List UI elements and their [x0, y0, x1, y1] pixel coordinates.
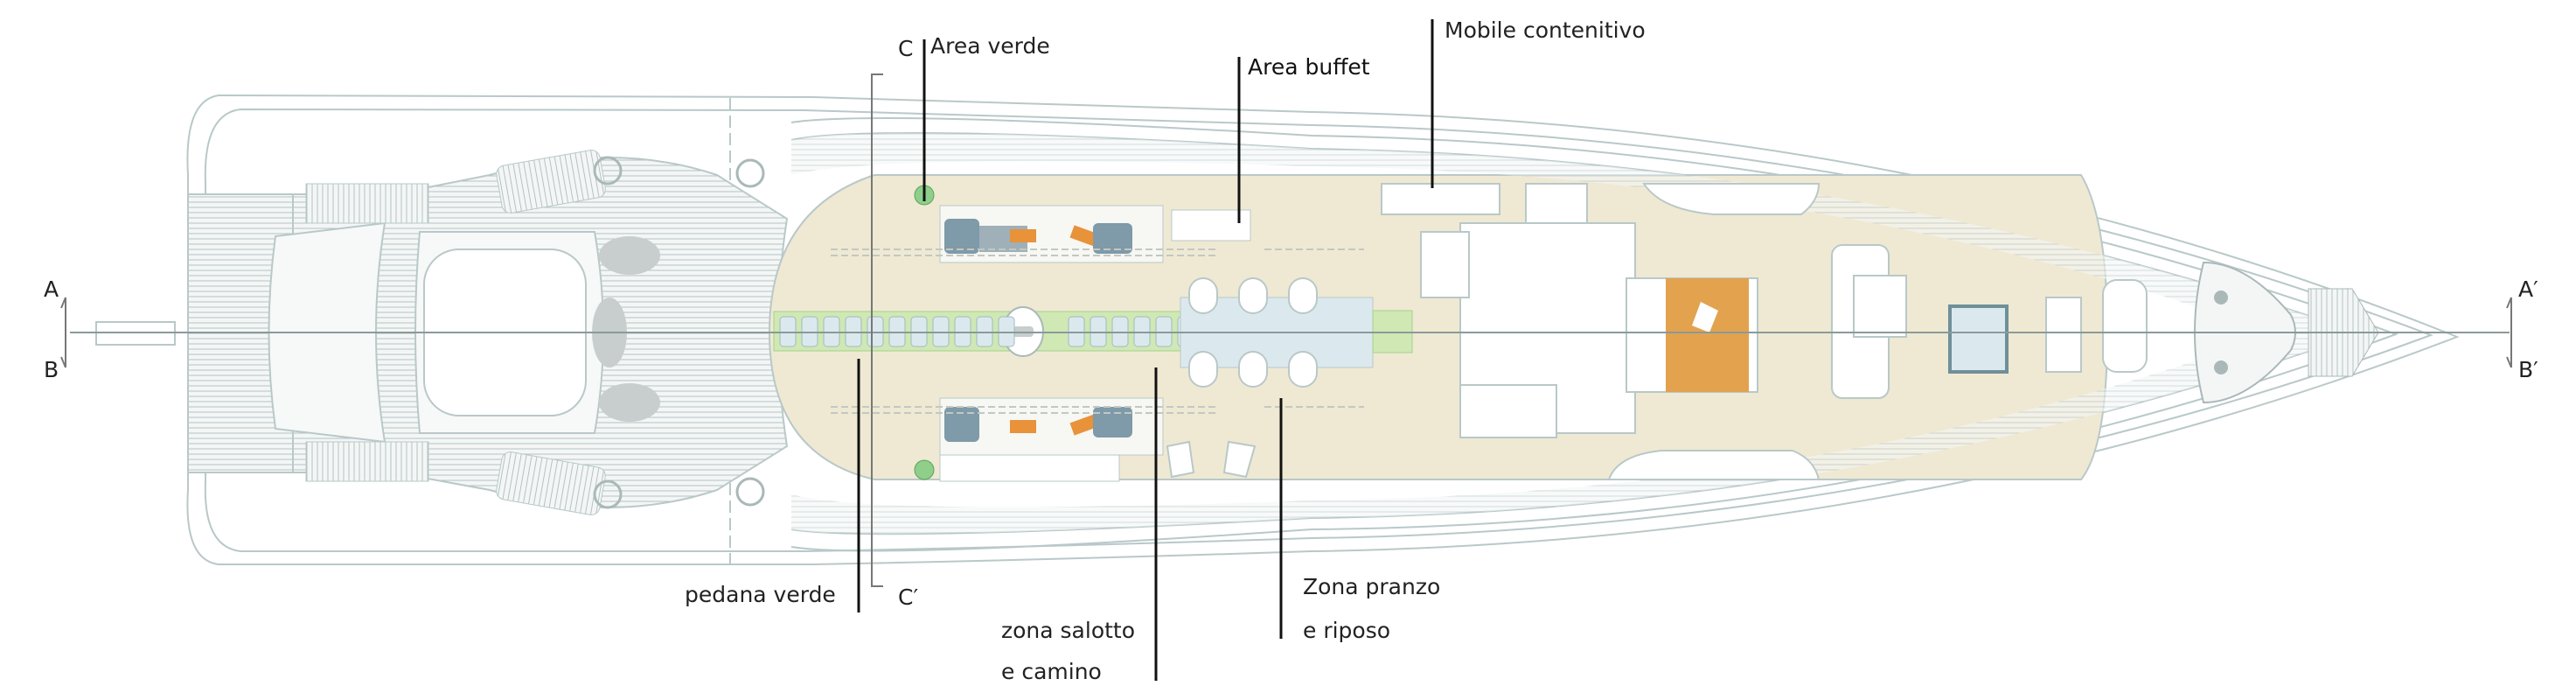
label-area-verde: Area verde [930, 33, 1050, 59]
label-e-riposo: e riposo [1303, 618, 1391, 643]
side-deck-bottom [791, 333, 2361, 535]
section-mark-a: A [44, 276, 59, 302]
central-block [1381, 183, 1636, 438]
section-mark-b-prime: B′ [2518, 357, 2538, 382]
section-mark-c-prime: C′ [898, 584, 919, 610]
forward-cabin [1607, 183, 2148, 480]
section-mark-c: C [898, 36, 914, 61]
section-mark-a-prime: A′ [2518, 276, 2538, 302]
label-e-camino: e camino [1001, 659, 1102, 684]
bed [1626, 277, 1758, 393]
sofa-top [939, 205, 1251, 263]
section-arrows [60, 74, 2512, 587]
section-mark-b: B [44, 357, 59, 382]
label-zona-pranzo: Zona pranzo [1303, 574, 1441, 599]
plant-icon [914, 459, 935, 480]
label-area-buffet: Area buffet [1248, 54, 1370, 80]
label-zona-salotto: zona salotto [1001, 618, 1136, 643]
label-pedana-verde: pedana verde [685, 582, 836, 607]
label-mobile-contenitivo: Mobile contenitivo [1445, 18, 1646, 43]
side-deck-top [791, 133, 2361, 333]
leader-lines [857, 19, 1434, 681]
